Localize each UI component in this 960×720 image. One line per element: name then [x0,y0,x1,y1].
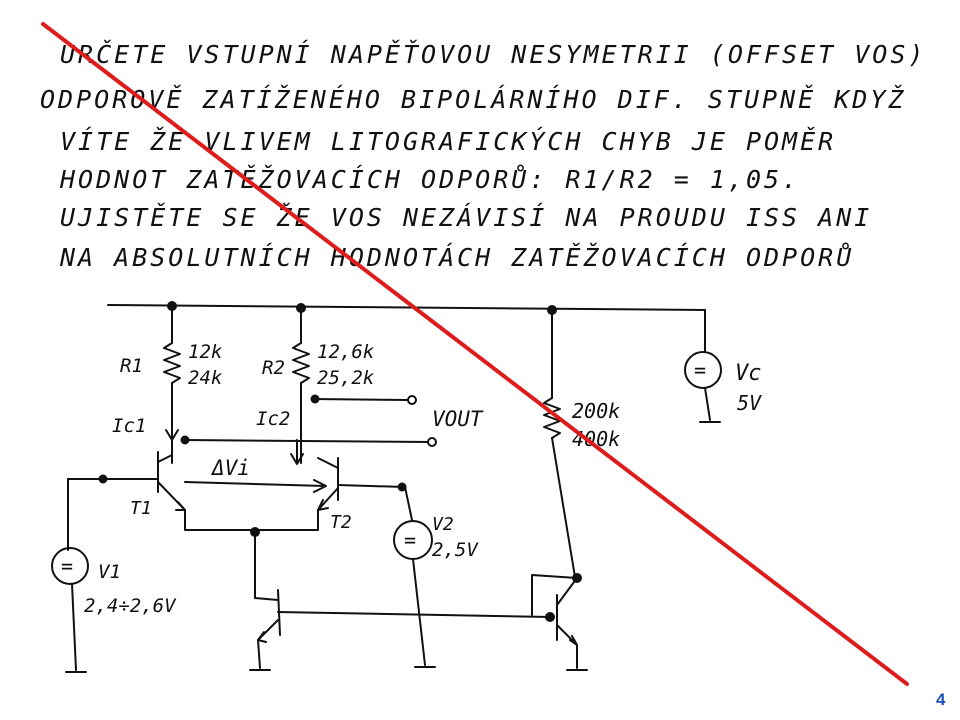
rbias-wire-bottom [551,437,576,578]
vc-source-symbol: = [694,358,706,382]
t1-emitter [157,481,186,511]
problem-line-4: HODNOT ZATĚŽOVACÍCH ODPORŮ: R1/R2 = 1,05… [60,165,801,194]
problem-line-3: VÍTE ŽE VLIVEM LITOGRAFICKÝCH CHYB JE PO… [60,127,837,156]
problem-line-1: URČETE VSTUPNÍ NAPĚŤOVOU NESYMETRII (OFF… [60,40,927,69]
t2-emitter [317,487,339,511]
v2-source-symbol: = [404,528,416,552]
strike-through-line [41,22,909,686]
emitter-tail [184,509,319,531]
vout-label: VOUT [432,407,484,431]
supply-rail [107,304,706,311]
r1-label: R1 [120,355,143,377]
r2-resistor [292,342,310,384]
vout-wire-1 [311,398,411,401]
v1-node [98,474,108,484]
v2-wire [404,486,413,521]
t2-label: T2 [330,512,352,533]
r2-value-a: 12,6k [317,341,375,363]
r1-value-a: 12k [188,341,223,363]
v1-ground-wire [71,583,77,671]
vout-terminal-1 [407,395,417,405]
problem-line-2: ODPOROVĚ ZATÍŽENÉHO BIPOLÁRNÍHO DIF. STU… [40,85,907,114]
rbias-value-a: 200k [572,399,620,423]
r2-value-b: 25,2k [317,367,375,389]
rbias-resistor [543,397,561,439]
vc-wire-bottom [704,387,711,421]
problem-line-5: UJISTĚTE SE ŽE VOS NEZÁVISÍ NA PROUDU IS… [60,203,873,232]
t2-base-wire [337,484,406,488]
t1-label: T1 [130,498,152,519]
ref-transistor-emitter [556,624,578,669]
ic2-label: Ic2 [256,408,290,430]
ic1-arrow [165,411,179,441]
v1-label: V1 [98,561,121,583]
v2-ground-wire [412,558,426,666]
delta-v-arrow [184,479,327,493]
ref-transistor-link [531,574,578,616]
page-number: 4 [936,690,946,709]
ic1-label: Ic1 [112,415,146,437]
vc-source [684,351,722,389]
v2-value: 2,5V [432,539,479,561]
r1-resistor [163,342,181,384]
r2-label: R2 [262,357,285,379]
t2-collector [317,457,339,469]
r1-node [180,435,190,445]
v1-source-symbol: = [61,554,73,578]
vout-wire-2 [184,439,431,443]
delta-v-label: ΔVi [210,456,250,480]
vc-label: Vc [735,361,762,386]
vc-value: 5V [737,391,762,415]
mirror-base-line [277,611,551,618]
r2-node [310,394,320,404]
r1-value-b: 24k [188,367,223,389]
ref-base-node [545,612,555,622]
tail-transistor-collector [254,597,279,601]
v1-source [51,547,89,585]
v1-value: 2,4÷2,6V [84,595,177,617]
vout-terminal-2 [427,437,437,447]
v2-label: V2 [432,514,454,535]
problem-line-6: NA ABSOLUTNÍCH HODNOTÁCH ZATĚŽOVACÍCH OD… [60,243,855,272]
ic2-arrow [290,439,304,465]
tail-transistor-emitter [257,619,279,669]
ref-transistor-collector [556,577,578,606]
t1-collector [157,454,173,463]
